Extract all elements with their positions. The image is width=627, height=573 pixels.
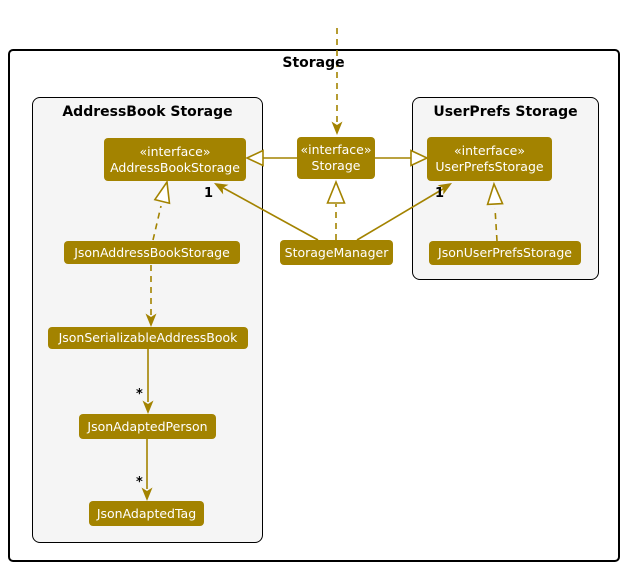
class-name: JsonAdaptedTag [96,505,197,521]
class-name: JsonUserPrefsStorage [438,245,572,260]
stereotype-label: «interface» [300,142,372,157]
class-jsonadaptedtag: JsonAdaptedTag [89,501,204,526]
diagram-frame [8,49,620,562]
class-name: UserPrefsStorage [435,159,544,174]
package-title-userprefs-storage: UserPrefs Storage [433,104,578,120]
package-title-addressbook-storage: AddressBook Storage [62,104,233,120]
class-name: JsonAddressBookStorage [74,244,230,260]
multiplicity-manager-addressbook: 1 [204,186,214,201]
class-name: Storage [311,158,361,173]
class-name: AddressBookStorage [110,159,240,175]
multiplicity-serializable-person: * [136,387,143,402]
class-storagemanager: StorageManager [280,240,393,265]
stereotype-label: «interface» [453,143,526,158]
class-name: StorageManager [284,244,389,260]
class-jsonuserprefsstorage: JsonUserPrefsStorage [429,241,581,265]
class-name: JsonSerializableAddressBook [58,330,238,345]
class-userprefsstorage: «interface» UserPrefsStorage [427,137,552,181]
frame-title: Storage [282,55,345,71]
multiplicity-person-tag: * [136,475,143,490]
class-jsonaddressbookstorage: JsonAddressBookStorage [64,241,240,264]
class-jsonadaptedperson: JsonAdaptedPerson [79,414,216,439]
multiplicity-manager-userprefs: 1 [435,186,445,201]
class-name: JsonAdaptedPerson [87,418,208,434]
class-storage: «interface» Storage [297,137,375,179]
stereotype-label: «interface» [139,143,211,159]
class-jsonserializableaddressbook: JsonSerializableAddressBook [48,327,248,349]
class-addressbookstorage: «interface» AddressBookStorage [104,138,246,181]
